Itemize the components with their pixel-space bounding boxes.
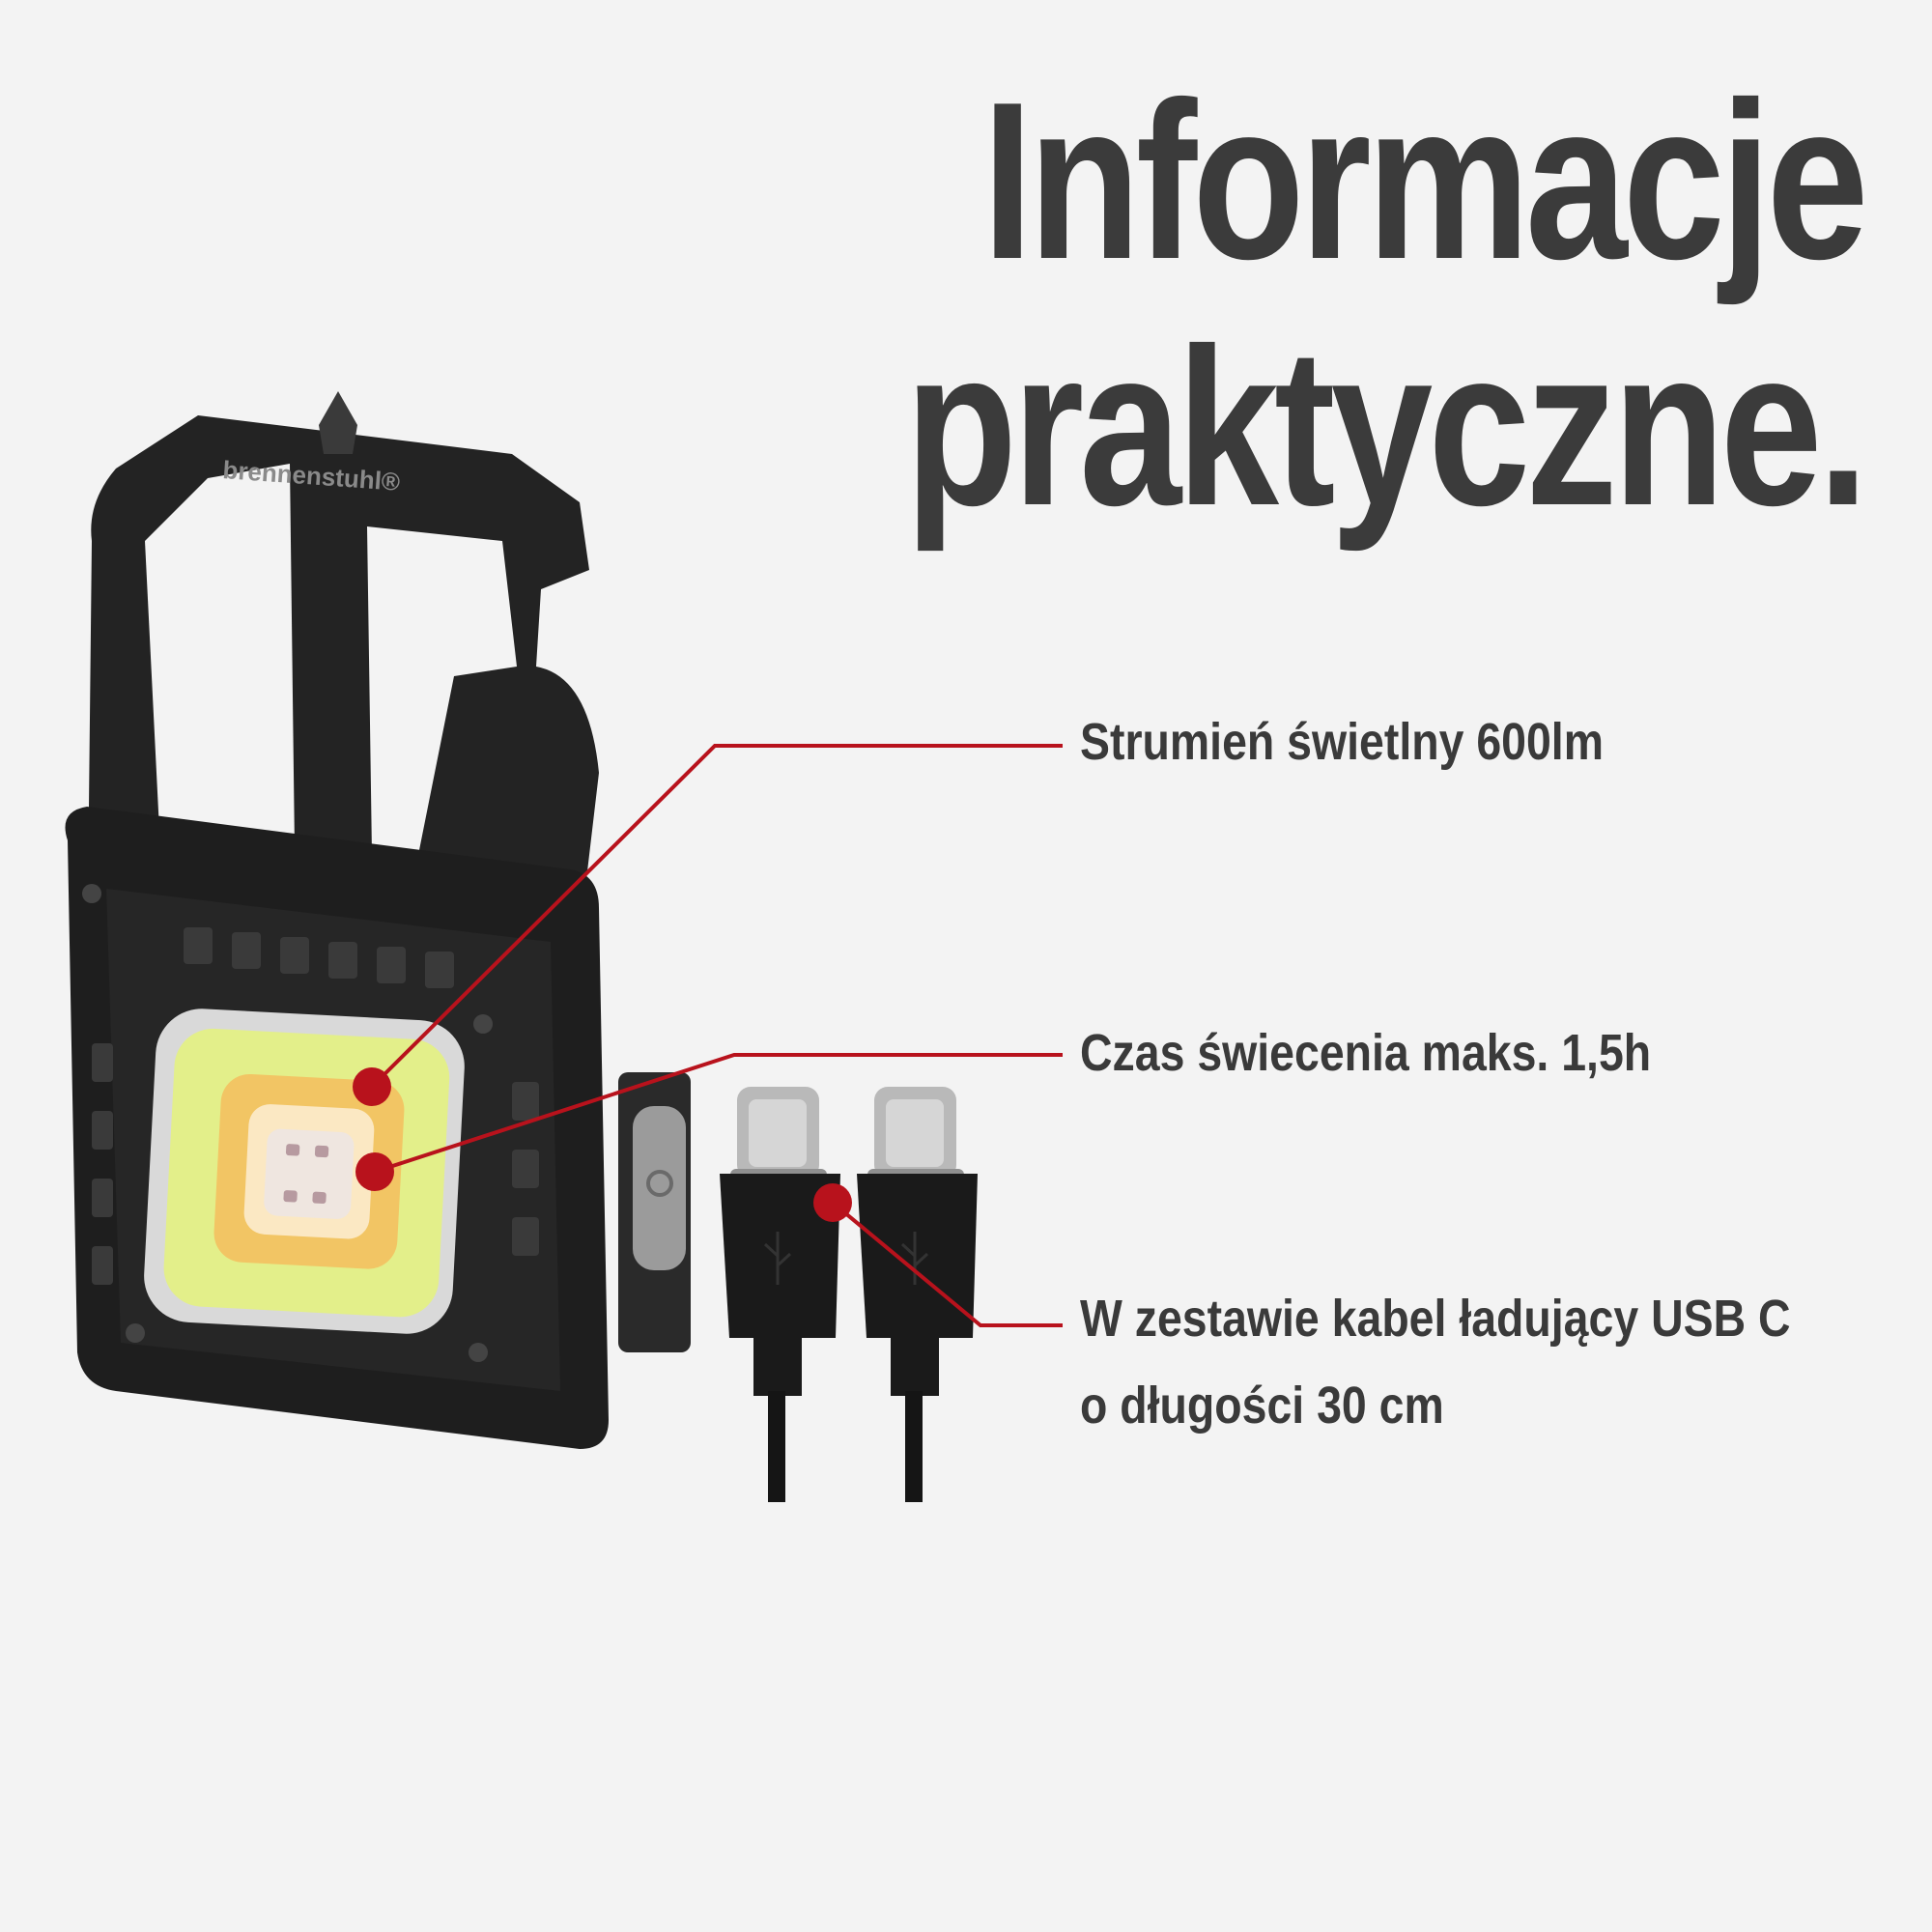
callout-text: o długości 30 cm <box>1080 1377 1444 1435</box>
callout-usb-cable: W zestawie kabel ładujący USB C o długoś… <box>1080 1275 1791 1449</box>
headline-line-2: praktyczne. <box>905 302 1869 553</box>
callout-text: Czas świecenia maks. 1,5h <box>1080 1024 1652 1082</box>
headline-line-1: Informacje <box>982 56 1869 306</box>
cob-led-panel <box>144 1009 465 1334</box>
headline: Informacje praktyczne. <box>905 56 1869 553</box>
callout-dots <box>353 1067 852 1222</box>
callout-runtime: Czas świecenia maks. 1,5h <box>1080 1009 1651 1096</box>
usb-c-cable <box>720 1087 978 1502</box>
side-button <box>618 1072 691 1352</box>
callout-text: W zestawie kabel ładujący USB C <box>1080 1290 1791 1348</box>
callout-text: Strumień świetlny 600lm <box>1080 713 1605 771</box>
callout-leaders <box>370 744 1063 1327</box>
usb-icon <box>763 1232 929 1285</box>
callout-luminous-flux: Strumień świetlny 600lm <box>1080 698 1604 785</box>
